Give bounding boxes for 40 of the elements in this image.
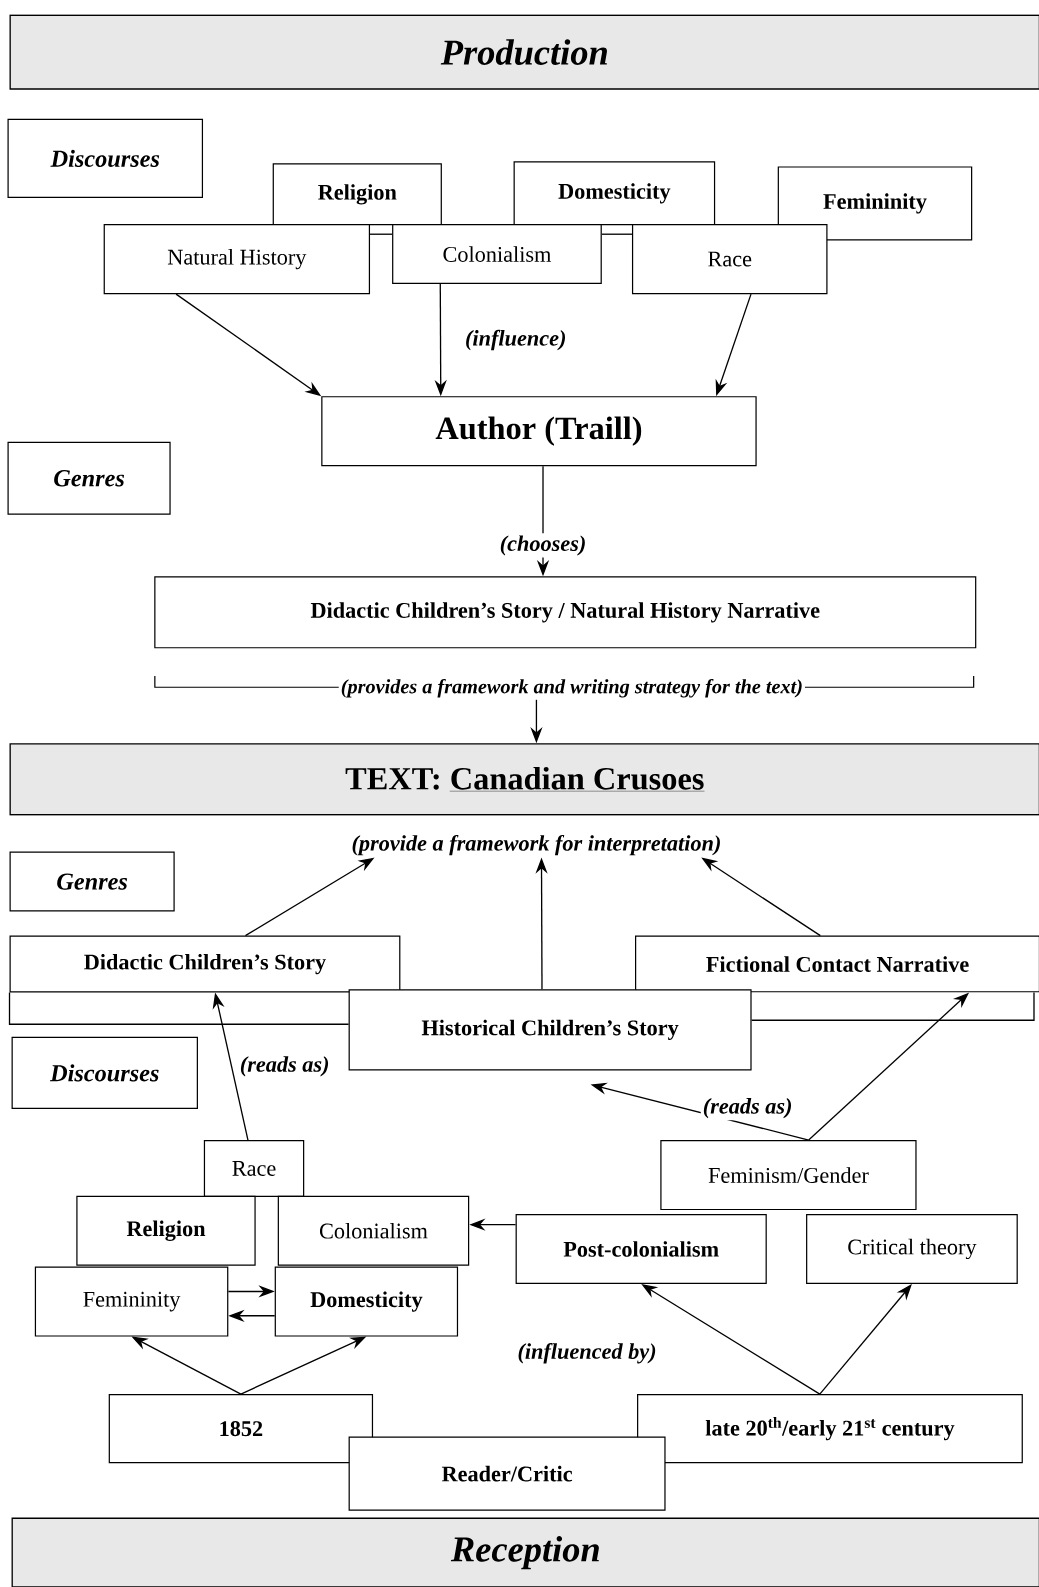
label-box: Natural History [103, 224, 370, 295]
label-box: late 20$^{th}$/early 21$^{st}$ century [636, 1394, 1023, 1464]
label-box: Discourses [7, 118, 203, 198]
connector-line [369, 233, 393, 235]
annotation-text: (provide a framework for interpretation) [349, 832, 724, 858]
label-box: Post-colonialism [515, 1213, 767, 1284]
label-box: Didactic Children’s Story [9, 935, 401, 993]
section-banner: TEXT: Canadian Crusoes [9, 743, 1039, 816]
edge-label: (influence) [462, 327, 569, 353]
label-box: Reader/Critic [348, 1436, 666, 1511]
label-box: Critical theory [805, 1213, 1018, 1284]
label-box: 1852 [108, 1394, 373, 1464]
label-box: Historical Children’s Story [348, 989, 752, 1071]
label-box: Domesticity [513, 161, 715, 226]
label-box: Femininity [777, 166, 973, 241]
section-banner: Production [9, 14, 1039, 90]
label-box: Feminism/Gender [660, 1140, 917, 1211]
annotation-text: (provides a framework and writing strategy for the text) [338, 676, 805, 700]
label-box: Femininity [34, 1266, 229, 1337]
connector-line [600, 233, 633, 235]
label-box: Race [203, 1140, 305, 1197]
label-box: Colonialism [391, 224, 602, 284]
label-box: Discourses [11, 1036, 198, 1109]
label-box: Genres [9, 851, 175, 912]
label-box: Didactic Children’s Story / Natural History Narrative [154, 576, 977, 649]
connector-line [8, 991, 350, 1025]
label-box: Religion [272, 163, 442, 226]
edge-label: (chooses) [497, 533, 589, 558]
edge-label: (reads as) [700, 1096, 795, 1121]
label-box: Colonialism [277, 1195, 469, 1266]
label-box: Author (Traill) [321, 396, 757, 467]
label-box: Fictional Contact Narrative [634, 935, 1039, 993]
label-box: Race [631, 224, 828, 295]
section-banner: Reception [11, 1517, 1039, 1587]
label-box: Genres [7, 441, 171, 515]
annotation-text: (influenced by) [518, 1342, 655, 1364]
arrow [818, 1284, 912, 1395]
edge-label: (reads as) [237, 1054, 332, 1079]
connector-line [750, 991, 1035, 1021]
label-box: Domesticity [274, 1266, 458, 1337]
